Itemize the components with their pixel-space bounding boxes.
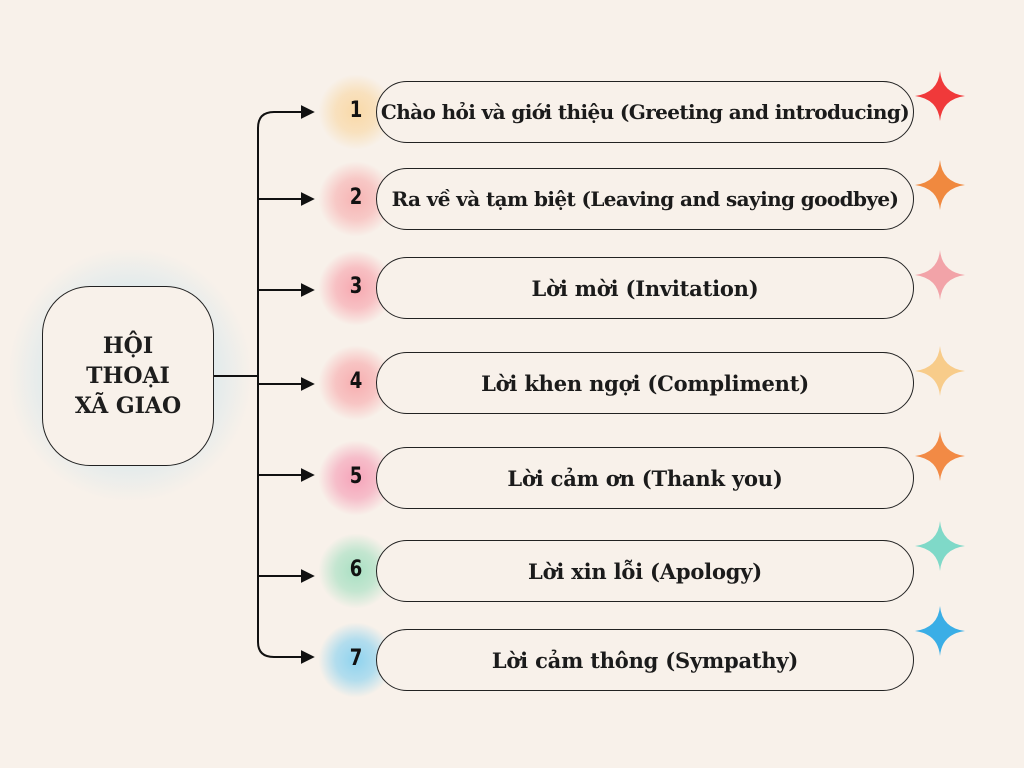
topic-label-3: Lời mời (Invitation) — [531, 275, 759, 301]
item-number-4: 4 — [349, 369, 363, 394]
topic-pill-4: Lời khen ngợi (Compliment) — [376, 352, 914, 414]
item-number-3: 3 — [349, 274, 363, 299]
sparkle-star-icon-5 — [915, 431, 965, 481]
sparkle-star-icon-6 — [915, 521, 965, 571]
sparkle-star-icon-4 — [915, 346, 965, 396]
item-number-6: 6 — [349, 557, 363, 582]
topic-pill-2: Ra về và tạm biệt (Leaving and saying go… — [376, 168, 914, 230]
root-node: HỘI THOẠI XÃ GIAO — [42, 286, 214, 466]
trunk-line-bottom — [257, 128, 315, 664]
item-number-7: 7 — [349, 646, 363, 671]
item-number-5: 5 — [349, 464, 363, 489]
topic-label-1: Chào hỏi và giới thiệu (Greeting and int… — [380, 100, 910, 124]
sparkle-star-icon-3 — [915, 250, 965, 300]
trunk-line — [257, 105, 315, 129]
item-number-2: 2 — [349, 185, 363, 210]
topic-label-5: Lời cảm ơn (Thank you) — [507, 465, 783, 491]
sparkle-star-icon-7 — [915, 606, 965, 656]
topic-pill-3: Lời mời (Invitation) — [376, 257, 914, 319]
topic-label-7: Lời cảm thông (Sympathy) — [491, 647, 799, 673]
sparkle-star-icon-2 — [915, 160, 965, 210]
root-title: HỘI THOẠI XÃ GIAO — [74, 333, 182, 419]
item-number-1: 1 — [349, 98, 363, 123]
topic-pill-6: Lời xin lỗi (Apology) — [376, 540, 914, 602]
topic-label-6: Lời xin lỗi (Apology) — [528, 558, 762, 584]
sparkle-star-icon-1 — [915, 71, 965, 121]
topic-pill-7: Lời cảm thông (Sympathy) — [376, 629, 914, 691]
topic-label-2: Ra về và tạm biệt (Leaving and saying go… — [391, 187, 899, 211]
topic-pill-1: Chào hỏi và giới thiệu (Greeting and int… — [376, 81, 914, 143]
topic-label-4: Lời khen ngợi (Compliment) — [481, 370, 809, 396]
topic-pill-5: Lời cảm ơn (Thank you) — [376, 447, 914, 509]
